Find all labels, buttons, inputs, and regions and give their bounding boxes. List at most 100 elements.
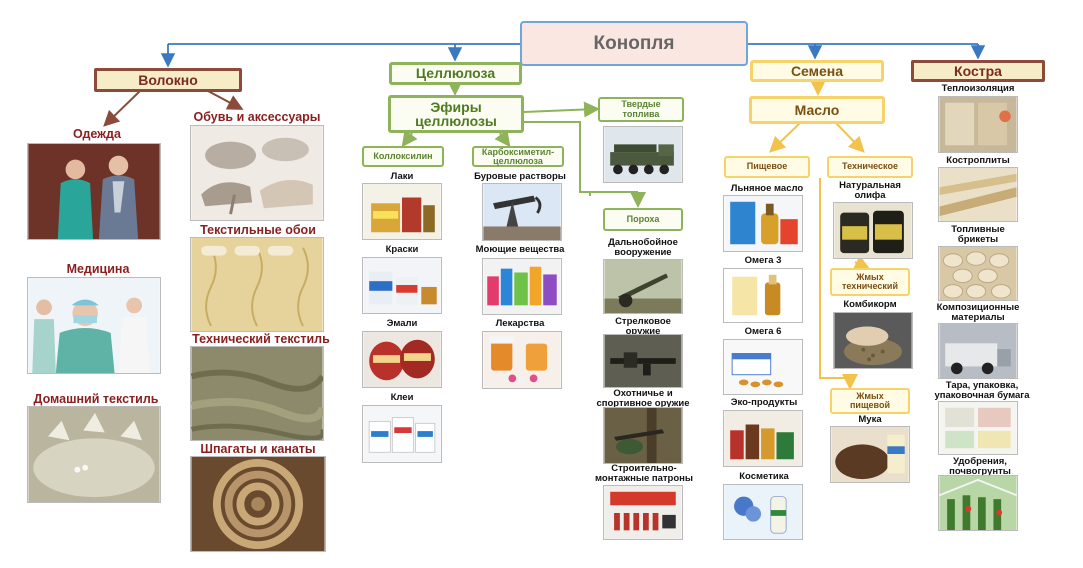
eco-products-picture <box>724 411 802 466</box>
label-longrange: Дальнобойное вооружение <box>585 238 701 258</box>
category-shives-label: Костра <box>954 62 1002 79</box>
image-construction <box>603 485 683 540</box>
label-insulation: Теплоизоляция <box>941 83 1015 94</box>
image-linseed <box>723 195 803 252</box>
label-linseed: Льняное масло <box>730 183 804 194</box>
node-tech-cake: Жмых технический <box>830 268 910 296</box>
image-insulation <box>938 96 1018 153</box>
paint-buckets-picture <box>363 258 441 313</box>
label-omega6: Омега 6 <box>744 326 782 337</box>
oil-pump-picture <box>483 184 561 240</box>
image-solid-fuel <box>603 126 683 183</box>
image-paints <box>362 257 442 314</box>
node-food-cake: Жмых пищевой <box>830 388 910 414</box>
label-drilling: Буровые растворы <box>474 171 566 182</box>
image-omega3 <box>723 268 803 323</box>
node-cellulose-ethers: Эфиры целлюлозы <box>388 95 524 133</box>
label-briquettes-line1: Топливные <box>951 224 1005 235</box>
image-cosmetics <box>723 484 803 540</box>
label-hunting-line2: спортивное оружие <box>596 397 690 409</box>
label-small-arms-line1: Стрелковое <box>615 316 671 327</box>
label-briquettes: Топливные брикеты <box>928 225 1028 245</box>
image-drilling <box>482 183 562 241</box>
label-twine: Шпагаты и канаты <box>200 442 316 456</box>
node-food: Пищевое <box>724 156 810 178</box>
image-clothing <box>27 143 161 240</box>
image-hunting <box>603 407 683 464</box>
node-cmc-label: Карбоксиметил-целлюлоза <box>481 146 555 166</box>
node-oil: Масло <box>749 96 885 124</box>
label-detergents: Моющие вещества <box>475 244 565 255</box>
image-briquettes <box>938 246 1018 301</box>
category-fiber-label: Волокно <box>138 71 198 88</box>
label-construction-line1: Строительно- <box>611 463 677 474</box>
node-gunpowder: Пороха <box>603 208 683 231</box>
tech-textile-picture <box>191 347 323 440</box>
label-drying-oil: Натуральная олифа <box>826 181 914 201</box>
label-clothing: Одежда <box>73 127 121 141</box>
node-solid-fuel-label: Твердые топлива <box>621 99 661 119</box>
image-flour <box>830 426 910 483</box>
label-small-arms-line2: оружие <box>625 325 661 337</box>
image-small-arms <box>603 334 683 388</box>
label-enamels: Эмали <box>386 318 418 329</box>
label-medicine: Медицина <box>66 262 130 276</box>
omega3-picture <box>724 269 802 322</box>
image-fodder <box>833 312 913 369</box>
image-boards <box>938 167 1018 222</box>
label-paints: Краски <box>385 244 419 255</box>
label-fertilizer-line1: Удобрения, <box>953 456 1007 467</box>
insulation-picture <box>939 97 1017 152</box>
image-twine <box>190 456 326 552</box>
missile-truck-picture <box>604 127 682 182</box>
image-home-textile <box>27 406 161 503</box>
image-detergents <box>482 258 562 315</box>
pills-picture <box>483 332 561 388</box>
label-construction: Строительно- монтажные патроны <box>578 464 710 484</box>
label-lacquers: Лаки <box>390 171 414 182</box>
image-medicine <box>27 277 161 374</box>
image-glues <box>362 405 442 463</box>
image-composite <box>938 323 1018 379</box>
label-eco: Эко-продукты <box>730 397 798 408</box>
category-seeds-label: Семена <box>790 62 844 79</box>
image-longrange <box>603 259 683 314</box>
omega6-picture <box>724 340 802 394</box>
node-tech-cake-line2: технический <box>842 281 898 291</box>
image-eco <box>723 410 803 467</box>
clothing-picture <box>28 144 160 239</box>
category-seeds: Семена <box>750 60 884 82</box>
image-fertilizer <box>938 475 1018 531</box>
label-briquettes-line2: брикеты <box>957 233 999 245</box>
image-enamels <box>362 331 442 388</box>
label-drying-oil-line2: олифа <box>854 189 886 201</box>
packaging-picture <box>939 402 1017 454</box>
image-lacquers <box>362 183 442 240</box>
label-flour: Мука <box>858 414 882 425</box>
node-tech-cake-line1: Жмых <box>856 271 884 282</box>
label-longrange-line2: вооружение <box>614 246 672 258</box>
label-omega3: Омега 3 <box>744 255 782 266</box>
label-boards: Костроплиты <box>946 155 1010 166</box>
lacquer-cans-picture <box>363 184 441 239</box>
label-fodder: Комбикорм <box>843 299 897 310</box>
label-composite: Композиционные материалы <box>920 303 1036 323</box>
enamel-cans-picture <box>363 332 441 387</box>
cartridges-picture <box>604 486 682 539</box>
node-food-cake-line2: пищевой <box>849 400 890 410</box>
node-technical: Техническое <box>827 156 913 178</box>
node-solid-fuel: Твердые топлива <box>598 97 684 122</box>
image-omega6 <box>723 339 803 395</box>
detergents-picture <box>483 259 561 314</box>
node-technical-label: Техническое <box>842 161 898 172</box>
category-fiber: Волокно <box>94 68 242 92</box>
label-drying-oil-line1: Натуральная <box>839 180 901 191</box>
glue-buckets-picture <box>363 406 441 462</box>
artillery-picture <box>604 260 682 313</box>
root-label: Конопля <box>593 32 675 54</box>
node-food-cake-line1: Жмых <box>856 390 884 401</box>
rifle-picture <box>604 335 682 387</box>
medicine-picture <box>28 278 160 373</box>
